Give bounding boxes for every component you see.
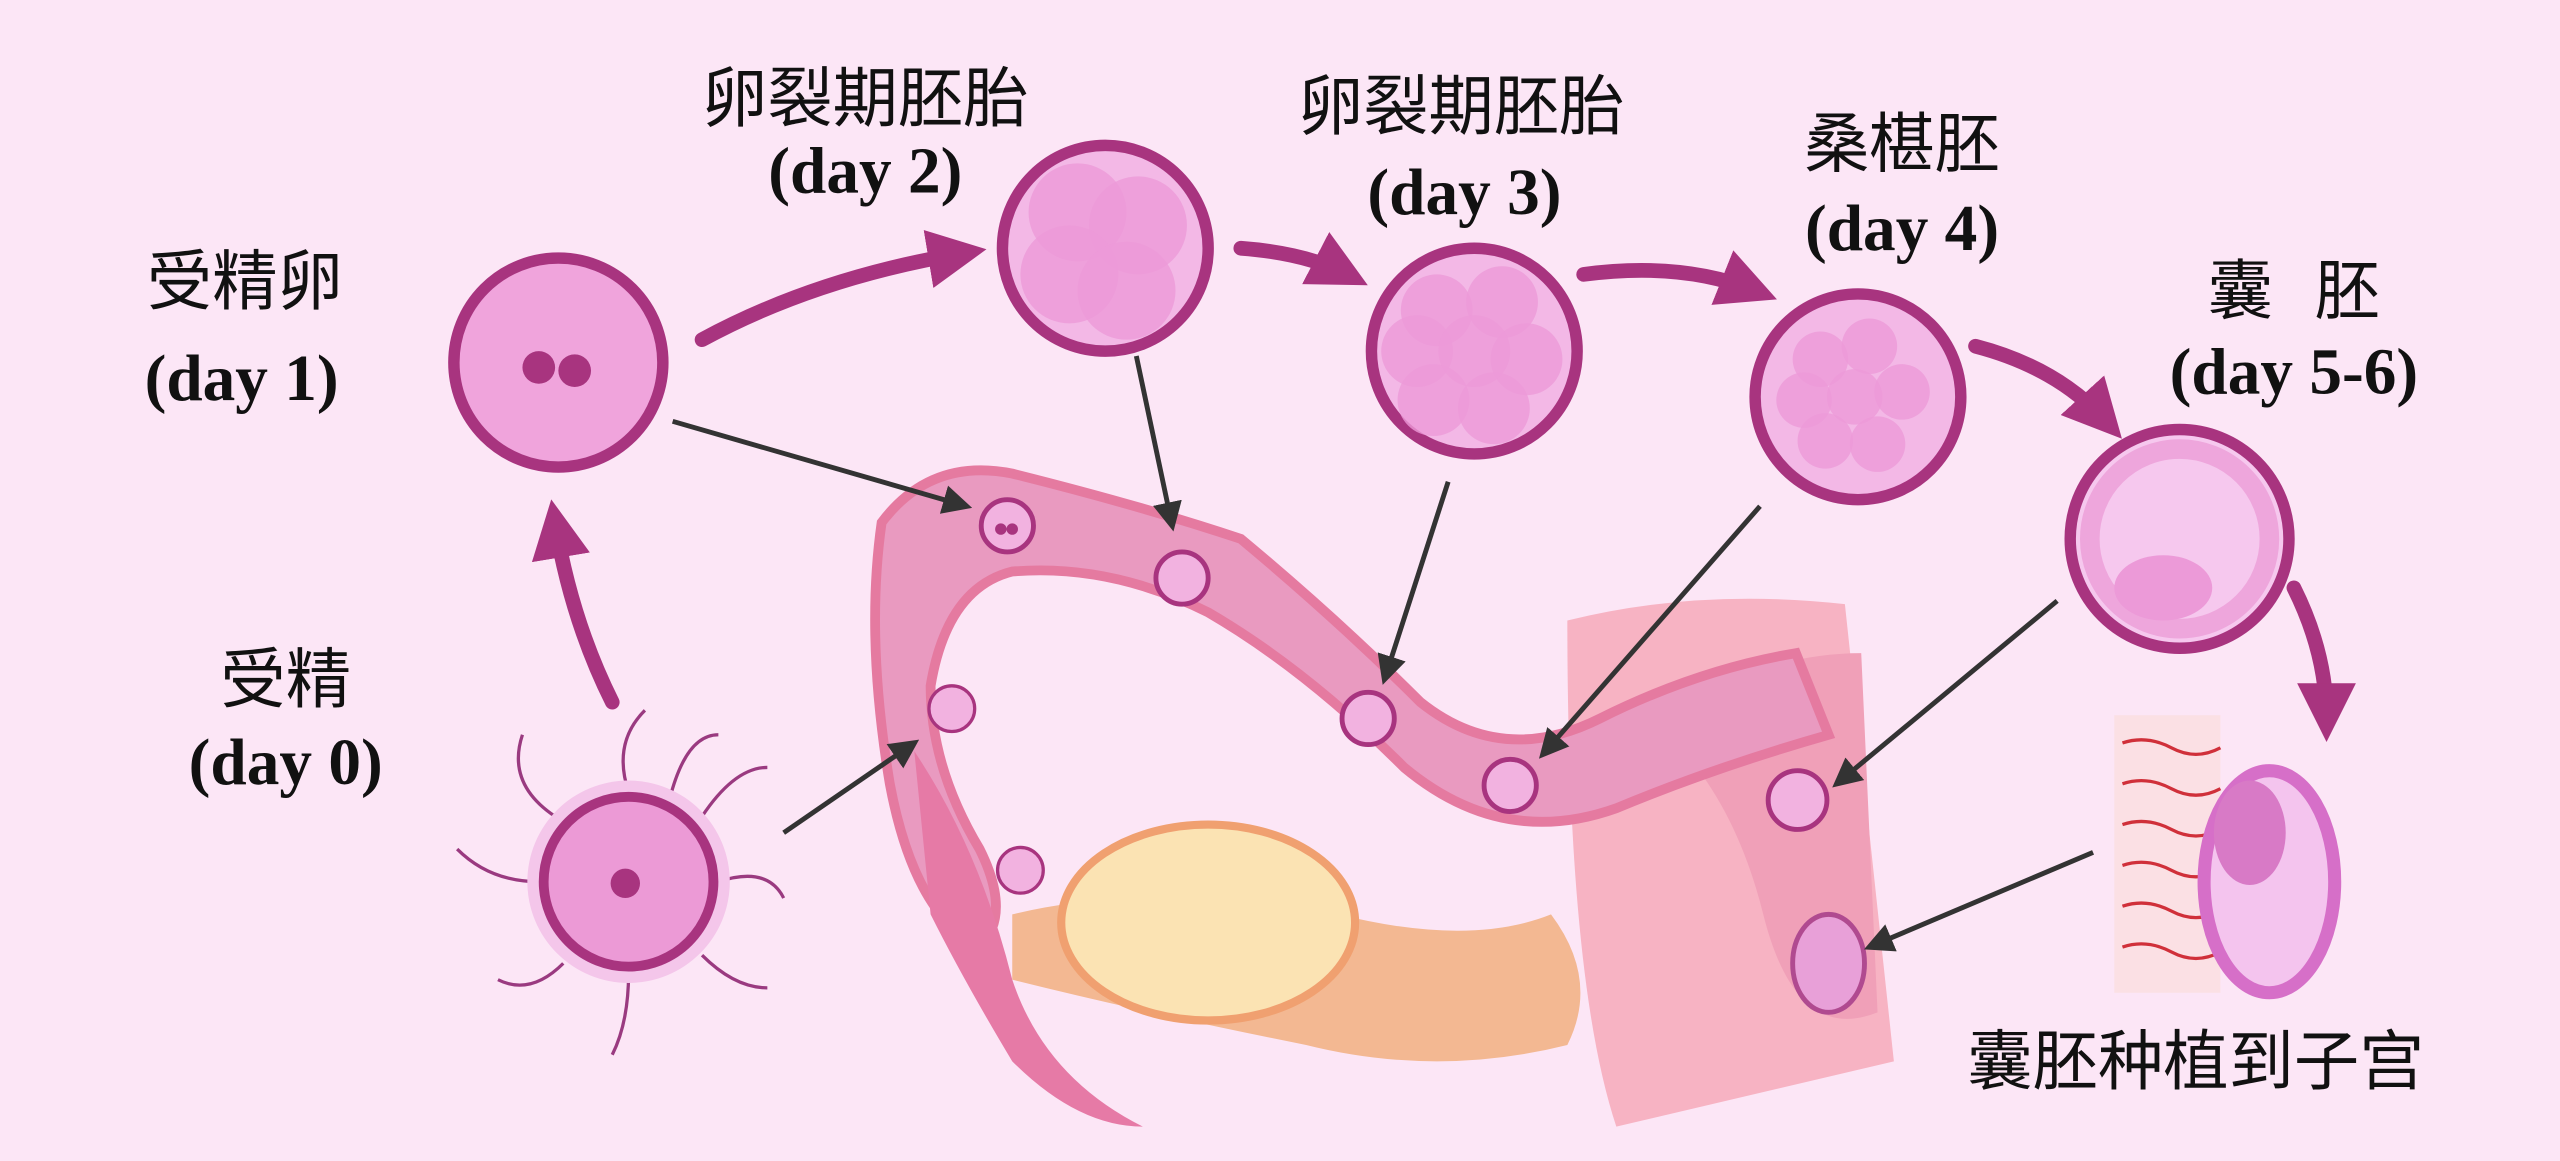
day3-cell: [1365, 242, 1583, 460]
day4-morula-cell: [1749, 288, 1967, 506]
tube-day4: [1481, 756, 1539, 814]
tube-zygote: [978, 497, 1036, 555]
arrow-day0-to-day1: [531, 499, 620, 710]
tube-day2: [1153, 549, 1211, 607]
tube-day3: [1339, 689, 1397, 748]
location-pointers: [671, 355, 2095, 952]
uterus-anatomy: [870, 465, 1894, 1127]
progression-arrows: [531, 229, 2356, 742]
label-implantation: 囊胚种植到子宫: [1967, 1024, 2424, 1100]
label-day4-name: 桑椹胚: [1804, 107, 2000, 183]
label-day5-name: 囊 胚: [2208, 254, 2380, 330]
implantation-inset: [2114, 715, 2342, 1000]
label-day5-day: (day 5-6): [2170, 337, 2418, 409]
ovary: [1057, 820, 1360, 1025]
label-day1-name: 受精卵: [147, 244, 343, 320]
label-day1-day: (day 1): [145, 343, 339, 415]
arrow-day2-to-day3: [1233, 232, 1368, 286]
tube-blastocyst: [1765, 768, 1830, 832]
arrow-day1-to-day2: [694, 229, 987, 348]
label-day0-name: 受精: [220, 642, 351, 718]
label-day3-day: (day 3): [1367, 157, 1561, 229]
arrow-day4-to-day5: [1968, 338, 2122, 439]
blastocyst-cell: [2064, 423, 2295, 654]
implanting-blastocyst: [1790, 911, 1867, 1015]
sperm-egg-cell: [455, 709, 786, 1056]
arrow-day3-to-day4: [1576, 250, 1777, 305]
zygote-cell: [448, 252, 669, 473]
fimbriae: [914, 751, 1143, 1127]
label-day0-day: (day 0): [189, 727, 383, 799]
label-day3-name: 卵裂期胚胎: [1298, 69, 1625, 145]
tube-fertilization: [927, 684, 977, 734]
day2-cell: [996, 139, 1214, 357]
label-day2-name: 卵裂期胚胎: [702, 61, 1028, 137]
stage-cells: [448, 139, 2295, 1056]
label-day4-day: (day 4): [1805, 193, 1999, 265]
stage-labels: 受精 (day 0) 受精卵 (day 1) 卵裂期胚胎 (day 2) 卵裂期…: [145, 61, 2425, 1100]
tube-ovulated-egg: [995, 845, 1045, 895]
label-day2-day: (day 2): [768, 136, 962, 208]
arrow-blastocyst-to-implant: [2286, 580, 2356, 742]
